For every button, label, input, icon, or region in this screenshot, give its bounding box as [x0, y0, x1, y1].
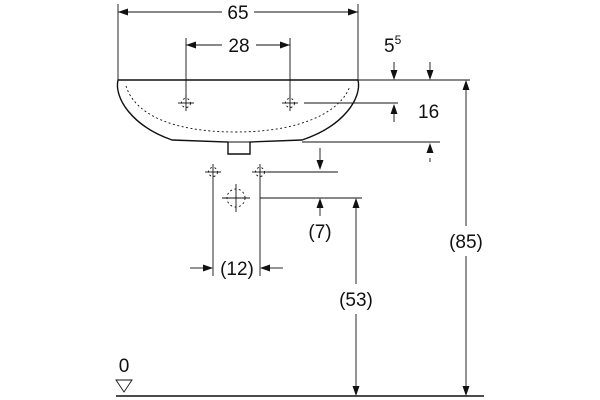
basin-outline	[116, 79, 360, 155]
label-overall-width: 65	[227, 3, 248, 24]
floor-level-triangle-icon	[115, 379, 133, 393]
supply-right-icon	[252, 164, 268, 180]
label-hole-spacing: 28	[228, 36, 249, 57]
label-waste-height: (53)	[339, 290, 373, 311]
dimension-waste-reference	[302, 141, 440, 170]
dimension-rim-height: (85)	[449, 80, 483, 396]
dimension-supply-spacing: (12)	[190, 180, 283, 280]
dimension-rim-thickness: 55	[358, 33, 470, 81]
label-waste-offset: (7)	[308, 222, 331, 243]
label-depth: 16	[418, 102, 439, 123]
dimension-overall-width: 65	[117, 3, 359, 80]
label-rim-thickness: 55	[384, 33, 402, 57]
dimension-hole-spacing: 28	[185, 36, 291, 98]
label-rim-height: (85)	[449, 232, 483, 253]
floor-level: 0	[115, 356, 484, 397]
dimension-depth: 16	[304, 102, 439, 123]
waste-pipe-icon	[222, 184, 250, 212]
label-floor-level: 0	[119, 356, 130, 377]
supply-left-icon	[205, 164, 221, 180]
dimension-waste-height: (53)	[339, 198, 373, 396]
label-supply-spacing: (12)	[220, 259, 254, 280]
dimension-waste-offset: (7)	[308, 198, 332, 243]
